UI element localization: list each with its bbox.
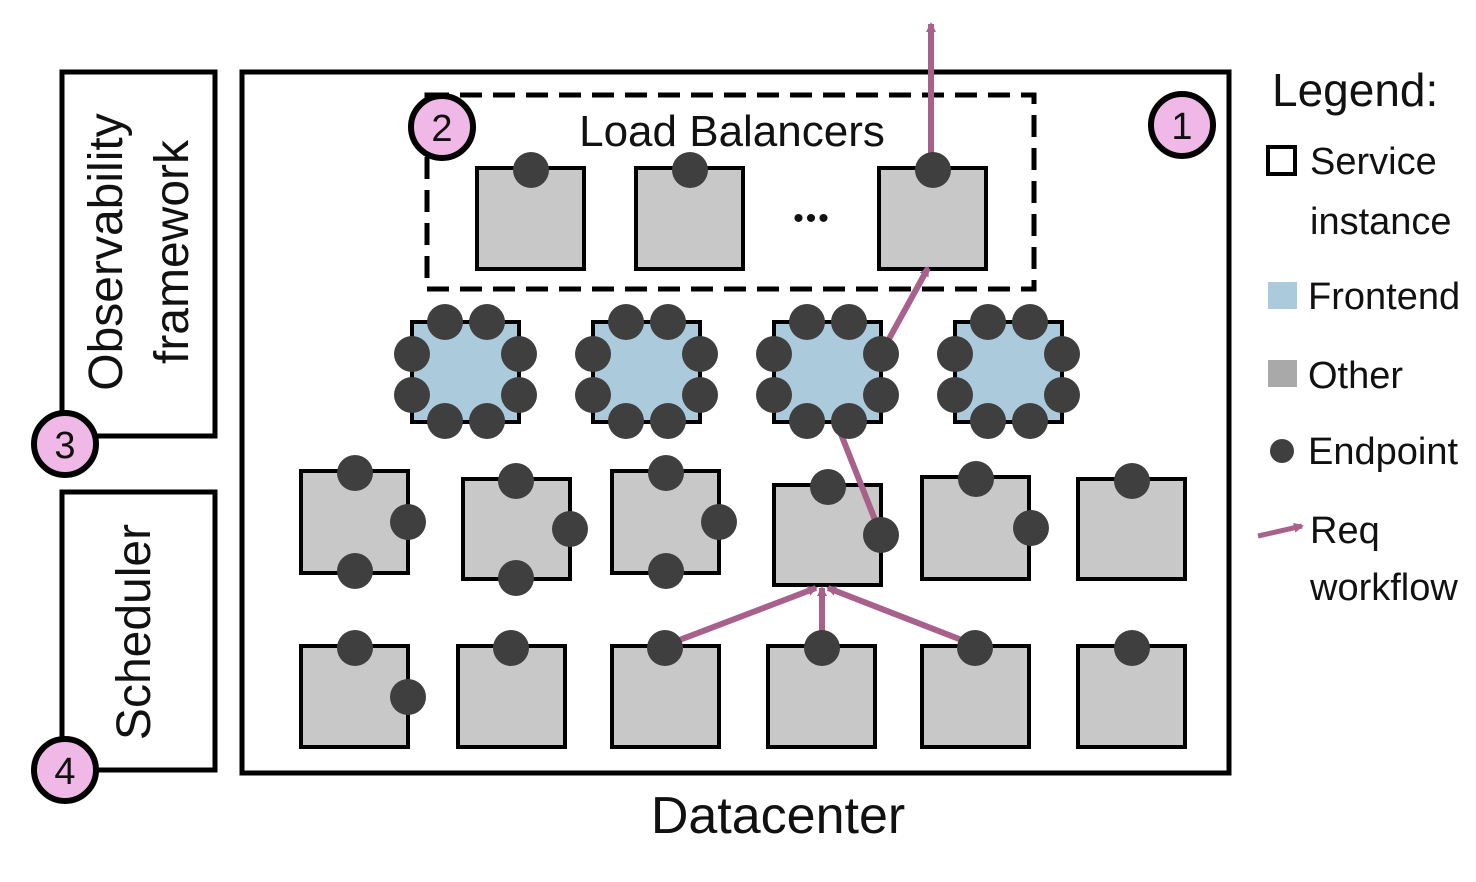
endpoint-dot — [672, 152, 708, 188]
legend-endpoint: Endpoint — [1308, 431, 1458, 473]
endpoint-dot — [701, 504, 737, 540]
ellipsis: ••• — [793, 202, 831, 235]
endpoint-dot — [970, 304, 1006, 340]
endpoint-dot — [970, 403, 1006, 439]
request-arrow — [826, 585, 974, 647]
endpoint-dot — [575, 377, 611, 413]
endpoint-dot — [493, 630, 529, 666]
frontend-instance — [772, 320, 883, 424]
endpoint-dot — [608, 304, 644, 340]
svg-text:4: 4 — [54, 751, 75, 793]
frontend-swatch-icon — [1268, 282, 1297, 309]
endpoint-dot — [390, 504, 426, 540]
framework-label: framework — [146, 139, 199, 364]
endpoint-icon — [1270, 439, 1294, 463]
endpoint-dot — [427, 304, 463, 340]
request-arrow — [667, 585, 818, 647]
endpoint-dot — [552, 511, 588, 547]
endpoint-dot — [501, 336, 537, 372]
frontend-instance — [953, 320, 1064, 424]
legend-service-line1: Service — [1310, 141, 1437, 183]
req-arrow-icon — [1257, 522, 1304, 539]
legend-req-line2: workflow — [1309, 567, 1458, 609]
scheduler-box: Scheduler — [59, 489, 218, 773]
endpoint-dot — [647, 630, 683, 666]
endpoint-dot — [608, 403, 644, 439]
request-arrow — [834, 422, 882, 532]
datacenter-label: Datacenter — [651, 787, 905, 845]
endpoint-dot — [915, 152, 951, 188]
endpoint-dot — [575, 336, 611, 372]
endpoint-dot — [804, 630, 840, 666]
service-instance-icon — [1266, 145, 1297, 176]
load-balancers-group — [424, 92, 1037, 292]
endpoints — [337, 152, 1150, 715]
observability-framework-box: Observability framework — [59, 69, 218, 439]
endpoint-dot — [831, 304, 867, 340]
request-arrow — [881, 266, 931, 350]
endpoint-dot — [469, 403, 505, 439]
other-swatch-icon — [1268, 360, 1297, 387]
endpoint-dot — [337, 630, 373, 666]
load-balancers-label: Load Balancers — [579, 107, 885, 156]
endpoint-dot — [863, 517, 899, 553]
legend-service-line2: instance — [1310, 201, 1452, 243]
legend-frontend: Frontend — [1308, 276, 1460, 318]
endpoint-dot — [648, 455, 684, 491]
legend: Legend: Service instance Frontend Other … — [1257, 64, 1460, 609]
endpoint-dot — [682, 336, 718, 372]
svg-text:2: 2 — [431, 108, 452, 150]
endpoint-dot — [337, 553, 373, 589]
endpoint-dot — [831, 403, 867, 439]
endpoint-dot — [650, 304, 686, 340]
svg-text:3: 3 — [54, 425, 75, 467]
load-balancer-instance — [634, 166, 745, 271]
endpoint-dot — [863, 336, 899, 372]
endpoint-dot — [958, 461, 994, 497]
observability-label: Observability — [80, 113, 133, 390]
endpoint-dot — [650, 403, 686, 439]
legend-title: Legend: — [1272, 64, 1438, 116]
badge-1: 1 — [1148, 91, 1216, 159]
endpoint-dot — [682, 377, 718, 413]
endpoint-dot — [789, 304, 825, 340]
endpoint-dot — [756, 336, 792, 372]
endpoint-dot — [810, 469, 846, 505]
endpoint-dot — [937, 336, 973, 372]
endpoint-dot — [1114, 630, 1150, 666]
svg-text:1: 1 — [1171, 106, 1192, 148]
badge-4: 4 — [31, 736, 99, 804]
endpoint-dot — [394, 336, 430, 372]
frontend-instance — [410, 320, 521, 424]
endpoint-dot — [648, 553, 684, 589]
endpoint-dot — [863, 377, 899, 413]
endpoint-dot — [789, 403, 825, 439]
endpoint-dot — [513, 152, 549, 188]
endpoint-dot — [1012, 403, 1048, 439]
endpoint-dot — [1044, 336, 1080, 372]
endpoint-dot — [469, 304, 505, 340]
endpoint-dot — [501, 377, 537, 413]
frontend-instance — [591, 320, 702, 424]
badge-2: 2 — [408, 93, 476, 161]
endpoint-dot — [1114, 463, 1150, 499]
endpoint-dot — [390, 679, 426, 715]
endpoint-dot — [427, 403, 463, 439]
endpoint-dot — [337, 455, 373, 491]
endpoint-dot — [957, 630, 993, 666]
endpoint-dot — [1044, 377, 1080, 413]
endpoint-dot — [1013, 510, 1049, 546]
endpoint-dot — [937, 377, 973, 413]
scheduler-label: Scheduler — [108, 524, 161, 740]
endpoint-dot — [1012, 304, 1048, 340]
endpoint-dot — [498, 463, 534, 499]
legend-other: Other — [1308, 355, 1403, 397]
endpoint-dot — [394, 377, 430, 413]
endpoint-dot — [498, 560, 534, 596]
legend-req-line1: Req — [1310, 510, 1380, 552]
badge-3: 3 — [31, 410, 99, 478]
endpoint-dot — [756, 377, 792, 413]
